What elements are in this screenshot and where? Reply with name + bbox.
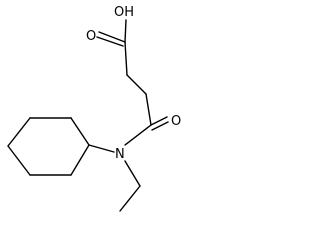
bond-cy-c4-c5 xyxy=(7,145,31,176)
amide-nitrogen-label: N xyxy=(115,147,125,162)
bond-c2-c3 xyxy=(126,74,147,95)
bond-c4-o-double-a xyxy=(150,116,168,126)
bond-cy-c1-c2 xyxy=(70,117,90,146)
bond-ch2-ch3 xyxy=(119,185,141,212)
bond-c4-n xyxy=(124,124,152,146)
bond-cy-c6-c1 xyxy=(70,144,90,176)
bond-c1-o-double-b xyxy=(96,36,124,47)
bond-c1-c2 xyxy=(124,41,128,76)
molecule-structure-diagram: OH O O N xyxy=(7,5,181,212)
bond-c1-oh xyxy=(124,19,127,43)
bond-c4-o-double-b xyxy=(151,121,169,131)
hydroxyl-label: OH xyxy=(114,5,134,20)
bond-cy-c3-c4 xyxy=(7,117,31,147)
bond-c3-c4 xyxy=(145,93,152,126)
acid-carbonyl-oxygen-label: O xyxy=(86,29,96,44)
bond-n-cy-c1 xyxy=(88,144,115,153)
bond-n-ch2 xyxy=(124,160,141,187)
bond-c1-o-double-a xyxy=(98,31,126,43)
amide-carbonyl-oxygen-label: O xyxy=(171,114,181,129)
